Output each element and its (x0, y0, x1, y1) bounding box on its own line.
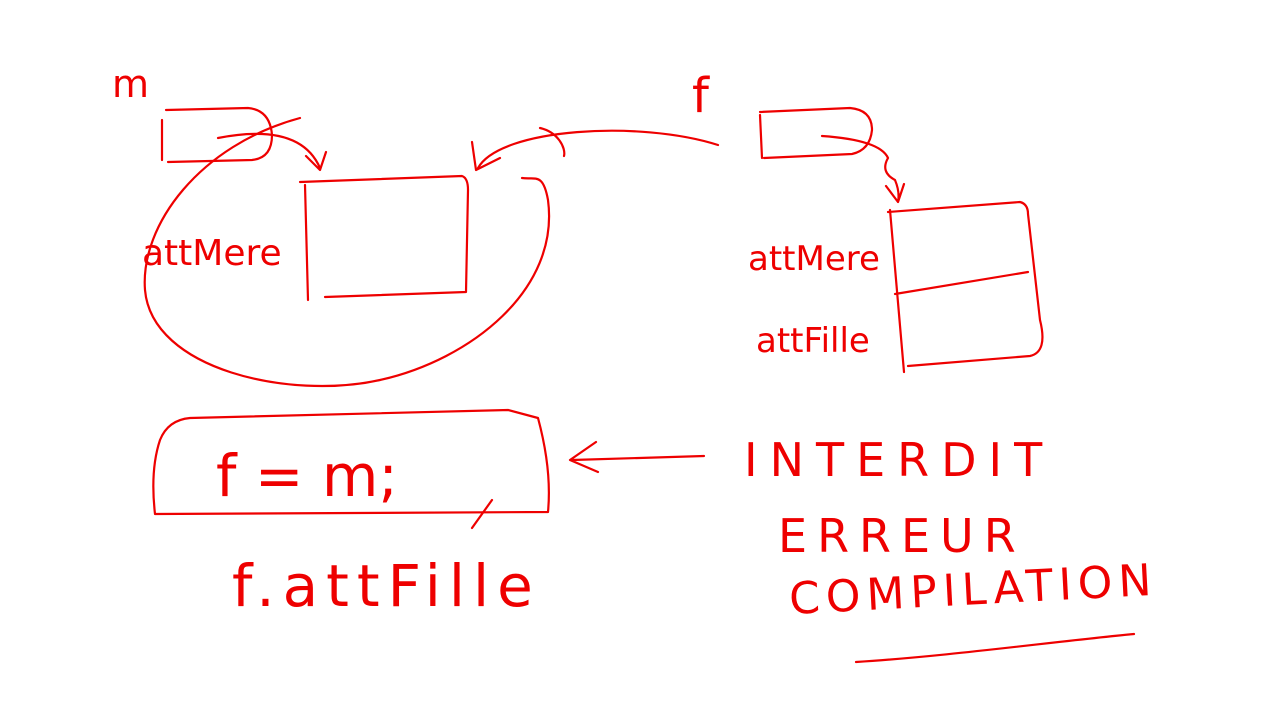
ellipse-m-object (143, 116, 551, 388)
access-code: f.attFille (232, 552, 541, 620)
arrow-f-to-mother-object (470, 126, 720, 172)
text-erreur: ERREUR (778, 509, 1026, 563)
arrow-m-to-object (216, 132, 328, 172)
text-compilation: COMPILATION (788, 555, 1159, 625)
object-box-fille (886, 200, 1044, 374)
label-attfille-f: attFille (756, 321, 870, 361)
assignment-code: f = m; (216, 442, 398, 510)
arrow-to-assignment (568, 440, 706, 474)
reference-box-f (758, 106, 874, 160)
text-interdit: INTERDIT (744, 433, 1054, 487)
label-m: m (112, 62, 149, 106)
assignment-box (152, 408, 550, 516)
label-attmere-f: attMere (748, 239, 880, 279)
object-box-mere (298, 174, 470, 302)
arrow-f-to-object (820, 134, 906, 204)
label-f: f (692, 68, 710, 124)
comma-tail (470, 498, 494, 530)
underline-compilation (854, 632, 1136, 664)
label-attmere-m: attMere (142, 233, 282, 274)
